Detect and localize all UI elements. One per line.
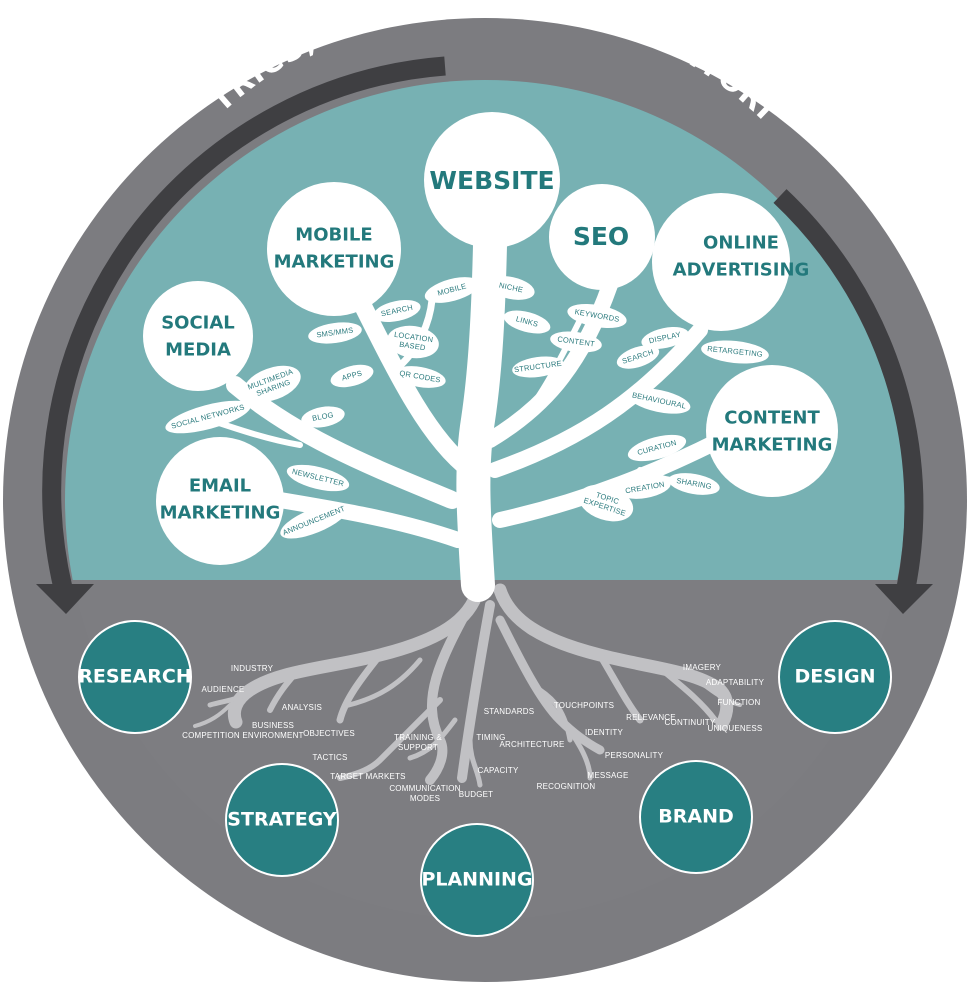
root-label: OBJECTIVES bbox=[303, 729, 355, 738]
left-arrow-head-icon bbox=[36, 584, 94, 614]
root-label: IDENTITY bbox=[585, 728, 624, 737]
leaf-label: LOCATIONBASED bbox=[392, 330, 434, 353]
root-label: TOUCHPOINTS bbox=[554, 701, 614, 710]
bubble-website bbox=[424, 112, 560, 248]
root-label: ANALYSIS bbox=[282, 703, 322, 712]
root-label: TACTICS bbox=[312, 753, 347, 762]
root-label: AUDIENCE bbox=[202, 685, 245, 694]
root-label: ARCHITECTURE bbox=[499, 740, 564, 749]
root-label: TRAINING &SUPPORT bbox=[394, 733, 442, 752]
base-brand bbox=[639, 760, 753, 874]
tree-trunk-branches bbox=[207, 228, 728, 602]
base-label-strategy: STRATEGY bbox=[227, 809, 337, 831]
right-arrow-head-icon bbox=[875, 584, 933, 614]
bubble-content-marketing bbox=[706, 365, 838, 497]
base-label-research: RESEARCH bbox=[78, 666, 191, 688]
root-label: TIMING bbox=[476, 733, 505, 742]
base-label-design: DESIGN bbox=[794, 666, 875, 688]
foundation-circles bbox=[78, 620, 892, 937]
root-label: FUNCTION bbox=[718, 698, 761, 707]
root-label: STANDARDS bbox=[484, 707, 535, 716]
bubble-social-media bbox=[143, 281, 253, 391]
root-label: CONTINUITY bbox=[665, 718, 716, 727]
bubble-email-marketing bbox=[156, 437, 284, 565]
left-arc-arrow-shaft bbox=[42, 56, 446, 591]
root-label: UNIQUENESS bbox=[708, 724, 763, 733]
base-labels: RESEARCH STRATEGY PLANNING BRAND DESIGN bbox=[78, 666, 875, 891]
base-label-planning: PLANNING bbox=[421, 869, 532, 891]
root-label: ADAPTABILITY bbox=[706, 678, 765, 687]
root-label: IMAGERY bbox=[683, 663, 722, 672]
right-arc-arrow-shaft bbox=[773, 189, 924, 590]
root-label: BUDGET bbox=[459, 790, 494, 799]
root-label: PERSONALITY bbox=[605, 751, 664, 760]
leaf-label: BLOG bbox=[311, 410, 334, 423]
bubble-online-advertising bbox=[652, 193, 790, 331]
leaf-shapes bbox=[165, 276, 769, 539]
tree-roots bbox=[193, 583, 742, 788]
root-label: RELEVANCE bbox=[626, 713, 676, 722]
bubble-label-seo: SEO bbox=[573, 222, 629, 251]
base-research bbox=[78, 620, 192, 734]
bubble-mobile-marketing bbox=[267, 182, 401, 316]
root-label: MESSAGE bbox=[588, 771, 629, 780]
bubble-circles bbox=[143, 112, 838, 565]
bubble-label-website: WEBSITE bbox=[429, 166, 554, 195]
base-planning bbox=[420, 823, 534, 937]
root-label: INDUSTRY bbox=[231, 664, 274, 673]
base-design bbox=[778, 620, 892, 734]
root-label: RECOGNITION bbox=[537, 782, 596, 791]
root-label: TARGET MARKETS bbox=[330, 772, 405, 781]
root-label: COMPETITION bbox=[182, 731, 240, 740]
root-label: CAPACITY bbox=[477, 766, 518, 775]
base-strategy bbox=[225, 763, 339, 877]
bubble-seo bbox=[549, 184, 655, 290]
base-label-brand: BRAND bbox=[658, 806, 734, 828]
